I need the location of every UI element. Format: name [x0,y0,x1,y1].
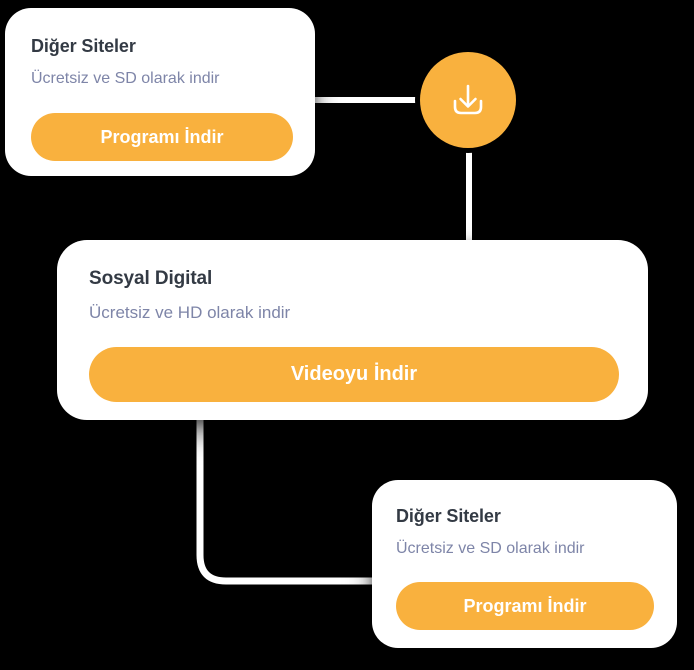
card-subtitle: Ücretsiz ve SD olarak indir [396,540,585,557]
card-sosyal-digital: Sosyal Digital Ücretsiz ve HD olarak ind… [57,240,648,420]
card-title: Diğer Siteler [31,36,136,56]
connector-card2-to-card3 [196,414,380,585]
download-tray-icon [447,79,489,121]
card-diger-siteler-bottom: Diğer Siteler Ücretsiz ve SD olarak indi… [372,480,677,648]
download-video-button[interactable]: Videoyu İndir [89,347,619,402]
card-title: Sosyal Digital [89,268,213,289]
card-diger-siteler-top: Diğer Siteler Ücretsiz ve SD olarak indi… [5,8,315,176]
card-subtitle: Ücretsiz ve HD olarak indir [89,303,291,322]
download-program-button[interactable]: Programı İndir [31,113,293,161]
download-program-button[interactable]: Programı İndir [396,582,654,630]
card-subtitle: Ücretsiz ve SD olarak indir [31,70,220,87]
download-badge[interactable] [420,52,516,148]
card-title: Diğer Siteler [396,506,501,526]
